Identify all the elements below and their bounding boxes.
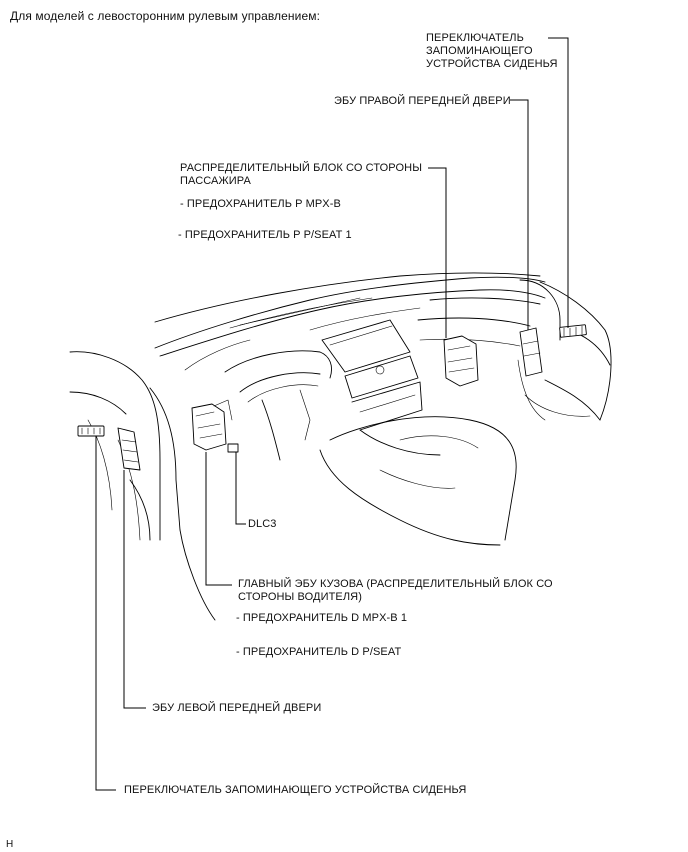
rh-memory-switch-part — [559, 324, 587, 338]
rh-memory-switch-label: ПЕРЕКЛЮЧАТЕЛЬ ЗАПОМИНАЮЩЕГО УСТРОЙСТВА С… — [426, 32, 558, 70]
passenger-junction-block-part — [443, 335, 479, 387]
leader-lh-memory-switch — [95, 436, 116, 791]
lh-memory-switch-part — [77, 425, 105, 437]
passenger-jb-label: РАСПРЕДЕЛИТЕЛЬНЫЙ БЛОК СО СТОРОНЫ ПАССАЖ… — [180, 162, 423, 187]
dlc3-label: DLC3 — [248, 518, 277, 530]
leader-passenger-jb — [428, 167, 447, 338]
leader-dlc3 — [235, 452, 246, 525]
leader-rh-door-ecu — [510, 99, 529, 330]
diagram-heading: Для моделей с левосторонним рулевым упра… — [10, 9, 321, 23]
passenger-fuse-1-label: - ПРЕДОХРАНИТЕЛЬ P MPX-B — [180, 198, 341, 210]
figure-code: H — [6, 839, 14, 850]
driver-fuse-1-label: - ПРЕДОХРАНИТЕЛЬ D MPX-B 1 — [236, 612, 408, 624]
lh-door-ecu-part — [117, 427, 141, 471]
rh-door-ecu-part — [519, 327, 543, 377]
dlc3-part — [227, 443, 239, 453]
lh-door-ecu-label: ЭБУ ЛЕВОЙ ПЕРЕДНЕЙ ДВЕРИ — [152, 702, 322, 714]
main-body-ecu-label: ГЛАВНЫЙ ЭБУ КУЗОВА (РАСПРЕДЕЛИТЕЛЬНЫЙ БЛ… — [238, 578, 553, 603]
main-body-ecu-part — [191, 403, 227, 451]
lh-memory-switch-label: ПЕРЕКЛЮЧАТЕЛЬ ЗАПОМИНАЮЩЕГО УСТРОЙСТВА С… — [124, 784, 467, 796]
leader-main-body-ecu — [205, 452, 232, 586]
leader-rh-memory-switch — [548, 37, 569, 328]
driver-fuse-2-label: - ПРЕДОХРАНИТЕЛЬ D P/SEAT — [236, 646, 402, 658]
passenger-fuse-2-label: - ПРЕДОХРАНИТЕЛЬ P P/SEAT 1 — [178, 229, 352, 241]
leader-lh-door-ecu — [123, 470, 146, 709]
rh-door-ecu-label: ЭБУ ПРАВОЙ ПЕРЕДНЕЙ ДВЕРИ — [334, 95, 511, 107]
